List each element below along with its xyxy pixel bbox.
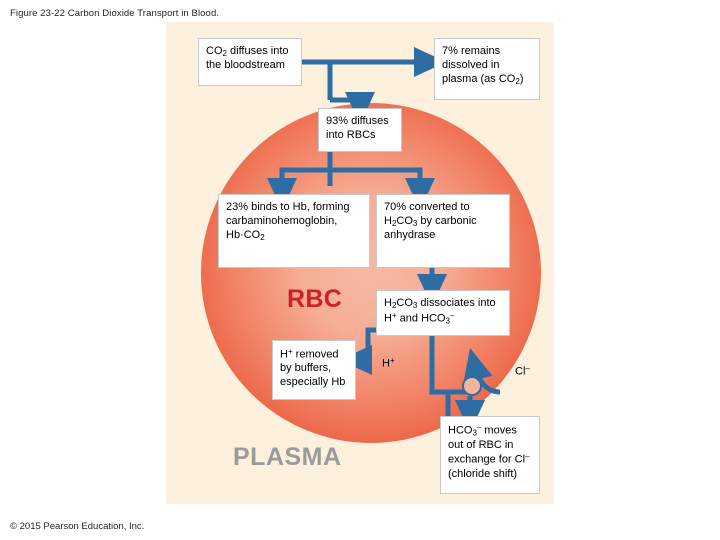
plasma-label: PLASMA bbox=[233, 443, 342, 471]
box-co2-diffuses: CO2 diffuses into the bloodstream bbox=[198, 38, 302, 86]
box-h2co3-dissociates: H2CO3 dissociates into H+ and HCO3– bbox=[376, 290, 510, 336]
figure-title: Figure 23-22 Carbon Dioxide Transport in… bbox=[10, 8, 220, 19]
box-h-removed-buffers: H+ removed by buffers, especially Hb bbox=[272, 340, 356, 400]
rbc-cell bbox=[201, 103, 541, 443]
box-converted-h2co3: 70% converted to H2CO3 by carbonic anhyd… bbox=[376, 194, 510, 268]
box-chloride-shift: HCO3– moves out of RBC in exchange for C… bbox=[440, 416, 540, 494]
hydrogen-ion-label: H+ bbox=[382, 356, 395, 370]
box-diffuses-into-rbcs: 93% diffuses into RBCs bbox=[318, 108, 402, 152]
copyright-notice: © 2015 Pearson Education, Inc. bbox=[10, 521, 145, 532]
box-binds-to-hb: 23% binds to Hb, forming carbaminohemogl… bbox=[218, 194, 370, 268]
chloride-ion-label: Cl– bbox=[515, 364, 530, 378]
rbc-label: RBC bbox=[287, 285, 343, 313]
box-dissolved-plasma: 7% remains dissolved in plasma (as CO2) bbox=[434, 38, 540, 100]
